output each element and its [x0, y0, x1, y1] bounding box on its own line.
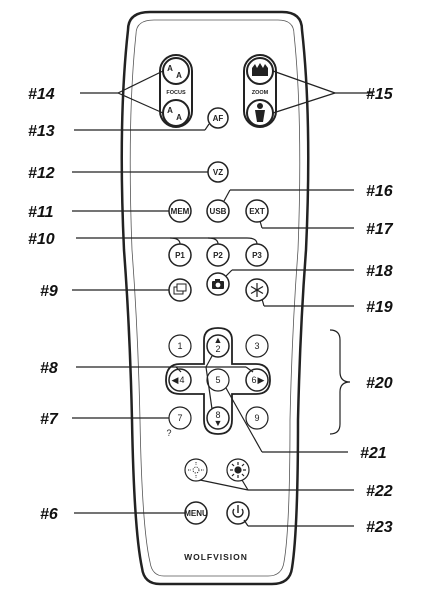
num-7-button[interactable]: 7 ?	[166, 406, 192, 438]
focus-label: FOCUS	[166, 90, 186, 96]
light-on-button[interactable]	[226, 458, 250, 482]
power-button[interactable]	[226, 501, 250, 525]
callout-15: #15	[366, 86, 394, 103]
left-arrow-icon: ◀	[172, 375, 179, 385]
power-icon	[232, 505, 244, 518]
p2-button[interactable]: P2	[206, 243, 230, 267]
help-icon: ?	[166, 428, 171, 438]
num-4-label: 4	[179, 375, 184, 385]
p1-button[interactable]: P1	[168, 243, 192, 267]
p3-button[interactable]: P3	[245, 243, 269, 267]
callout-18: #18	[366, 263, 393, 280]
brand-logo: WOLFVISION	[184, 552, 248, 562]
zoom-rocker[interactable]: ZOOM	[243, 54, 277, 128]
af-button[interactable]: AF	[207, 107, 229, 129]
callout-22: #22	[366, 483, 393, 500]
menu-label: MENU	[184, 509, 208, 518]
num-8-down-button[interactable]: 8 ▼	[206, 406, 230, 430]
remote-body-inner-edge	[129, 19, 301, 577]
zoom-tele-icon	[252, 63, 268, 76]
freeze-button[interactable]	[245, 278, 269, 302]
num-7-label: 7	[177, 413, 182, 423]
window-button[interactable]	[168, 278, 192, 302]
num-5-button[interactable]: 5	[206, 368, 230, 392]
light-off-button[interactable]	[184, 458, 208, 482]
num-4-left-button[interactable]: ◀ 4	[168, 368, 192, 392]
p2-label: P2	[213, 251, 223, 260]
direction-pad-outline	[165, 327, 271, 435]
num-9-label: 9	[254, 413, 259, 423]
callout-10: #10	[28, 231, 55, 248]
down-arrow-icon: ▼	[214, 418, 223, 428]
callout-8: #8	[40, 360, 58, 377]
svg-text:A: A	[176, 113, 182, 122]
mem-button[interactable]: MEM	[168, 199, 192, 223]
callout-16: #16	[366, 183, 393, 200]
callout-11: #11	[28, 204, 54, 221]
num-6-right-button[interactable]: 6 ▶	[245, 368, 269, 392]
focus-near-icon: A A	[167, 64, 182, 80]
usb-label: USB	[210, 207, 227, 216]
callout-19: #19	[366, 299, 393, 316]
num-2-label: 2	[215, 344, 220, 354]
svg-text:A: A	[167, 64, 173, 73]
zoom-wide-icon	[255, 103, 265, 122]
focus-far-icon: A A	[167, 106, 182, 122]
num-1-label: 1	[177, 341, 182, 351]
callout-20: #20	[366, 375, 393, 392]
up-arrow-icon: ▲	[214, 335, 223, 345]
camera-icon	[212, 279, 224, 289]
zoom-label: ZOOM	[252, 90, 269, 96]
mem-label: MEM	[171, 207, 190, 216]
num-8-label: 8	[215, 410, 220, 420]
callout-7: #7	[40, 411, 59, 428]
snapshot-button[interactable]	[206, 272, 230, 296]
num-3-button[interactable]: 3	[245, 334, 269, 358]
callout-6: #6	[40, 506, 58, 523]
light-on-icon	[230, 462, 246, 478]
num-5-label: 5	[215, 375, 220, 385]
callout-12: #12	[28, 165, 55, 182]
callout-21: #21	[360, 445, 387, 462]
vz-label: VZ	[213, 168, 223, 177]
num-2-up-button[interactable]: ▲ 2	[206, 334, 230, 358]
num-3-label: 3	[254, 341, 259, 351]
remote-body	[120, 10, 310, 586]
usb-button[interactable]: USB	[206, 199, 230, 223]
callout-lines	[72, 70, 372, 527]
vz-button[interactable]: VZ	[207, 161, 229, 183]
zoom-tele-button[interactable]	[246, 57, 274, 85]
right-arrow-icon: ▶	[258, 375, 265, 385]
af-label: AF	[213, 114, 224, 123]
ext-button[interactable]: EXT	[245, 199, 269, 223]
p1-label: P1	[175, 251, 185, 260]
num-9-button[interactable]: 9	[245, 406, 269, 430]
window-icon	[173, 283, 187, 295]
callout-14: #14	[28, 86, 55, 103]
light-off-icon	[188, 462, 204, 478]
focus-near-button[interactable]: A A	[162, 57, 190, 85]
callout-13: #13	[28, 123, 55, 140]
svg-text:A: A	[167, 106, 173, 115]
svg-text:A: A	[176, 71, 182, 80]
p3-label: P3	[252, 251, 262, 260]
num-1-button[interactable]: 1	[168, 334, 192, 358]
callout-23: #23	[366, 519, 393, 536]
callout-17: #17	[366, 221, 394, 238]
menu-button[interactable]: MENU	[184, 501, 208, 525]
num-6-label: 6	[251, 375, 256, 385]
focus-rocker[interactable]: A A FOCUS A A	[159, 54, 193, 128]
snowflake-icon	[250, 283, 264, 297]
ext-label: EXT	[249, 207, 265, 216]
focus-far-button[interactable]: A A	[162, 99, 190, 127]
zoom-wide-button[interactable]	[246, 99, 274, 127]
callout-9: #9	[40, 283, 58, 300]
